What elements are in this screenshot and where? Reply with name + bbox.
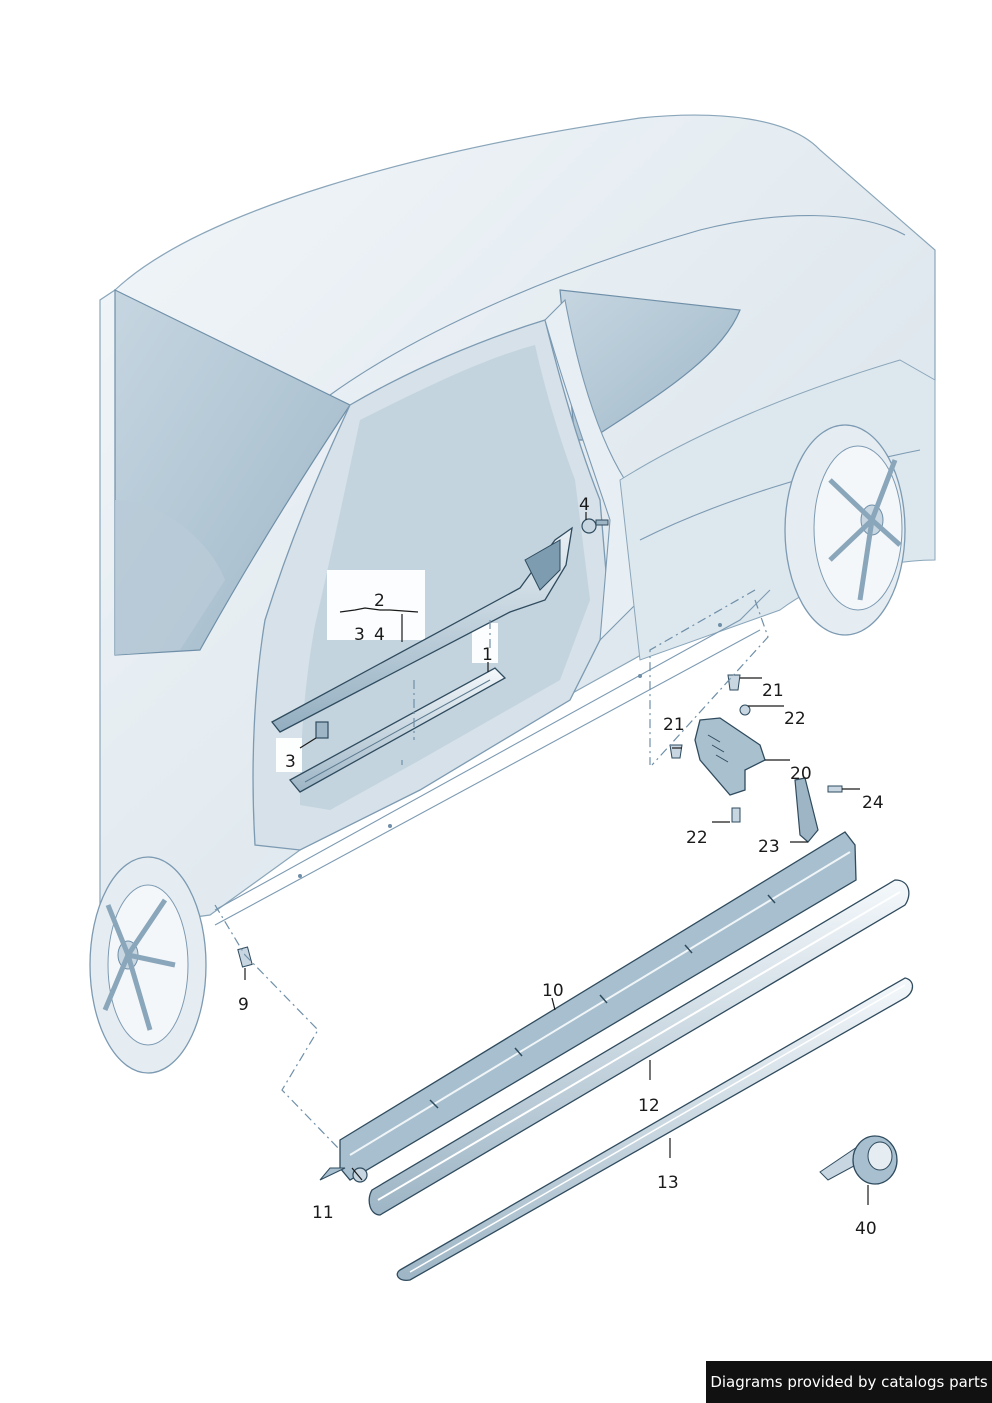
- screw-22a: [739, 704, 751, 716]
- leader-lines: [244, 512, 869, 1205]
- callout-12: 12: [638, 1096, 660, 1116]
- callout-3: 3: [354, 625, 365, 645]
- front-wheel: [89, 856, 207, 1074]
- adhesive-tape-roll: [819, 1135, 898, 1185]
- sill-body-line: [214, 589, 771, 911]
- callout-13: 13: [657, 1173, 679, 1193]
- callout-9: 9: [238, 995, 249, 1015]
- callout-22: 22: [686, 828, 708, 848]
- callout-highlight-box-3: [276, 738, 302, 772]
- pin-9: [237, 946, 253, 968]
- callout-labels: 1 2 3 4 3 4 9 10 11 12 13 20 21 21 22 22…: [238, 495, 884, 1239]
- callout-21: 21: [663, 715, 685, 735]
- callout-23: 23: [758, 837, 780, 857]
- roof-highlight: [329, 215, 906, 396]
- rear-wheel: [784, 424, 906, 636]
- attribution-text: Diagrams provided by catalogs parts: [710, 1373, 988, 1391]
- callout-highlight-box: [327, 570, 425, 640]
- attribution-banner: Diagrams provided by catalogs parts: [706, 1361, 992, 1403]
- callout-20: 20: [790, 764, 812, 784]
- side-sill-base: [319, 831, 857, 1181]
- callout-4: 4: [374, 625, 385, 645]
- callout-11: 11: [312, 1203, 334, 1223]
- clip-nut-11: [352, 1167, 368, 1183]
- callout-22: 22: [784, 709, 806, 729]
- b-pillar: [544, 298, 641, 642]
- sill-trim-inner: [271, 526, 573, 733]
- callout-24: 24: [862, 793, 884, 813]
- nut-21b: [669, 744, 683, 759]
- callout-10: 10: [542, 981, 564, 1001]
- callout-3: 3: [285, 752, 296, 772]
- sill-body-line-2: [214, 629, 761, 926]
- dashboard-shadow: [115, 500, 225, 655]
- scuff-plate: [288, 667, 507, 793]
- support-strap: [794, 777, 819, 843]
- mounting-bracket: [694, 717, 766, 796]
- nut-21a: [727, 674, 741, 691]
- callout-4: 4: [579, 495, 590, 515]
- decorative-trim-strip: [396, 977, 914, 1281]
- callout-1: 1: [482, 645, 493, 665]
- callout-40: 40: [855, 1219, 877, 1239]
- callout-21: 21: [762, 681, 784, 701]
- screw-22b: [731, 807, 741, 823]
- assembly-lines: [214, 589, 769, 1151]
- callout-2: 2: [374, 591, 385, 611]
- interior-panel: [300, 345, 590, 810]
- vehicle-body: [89, 114, 936, 1074]
- retaining-clip: [315, 721, 329, 739]
- bolt-24: [827, 785, 843, 793]
- screw-4: [581, 518, 609, 534]
- side-skirt-cover: [368, 879, 910, 1216]
